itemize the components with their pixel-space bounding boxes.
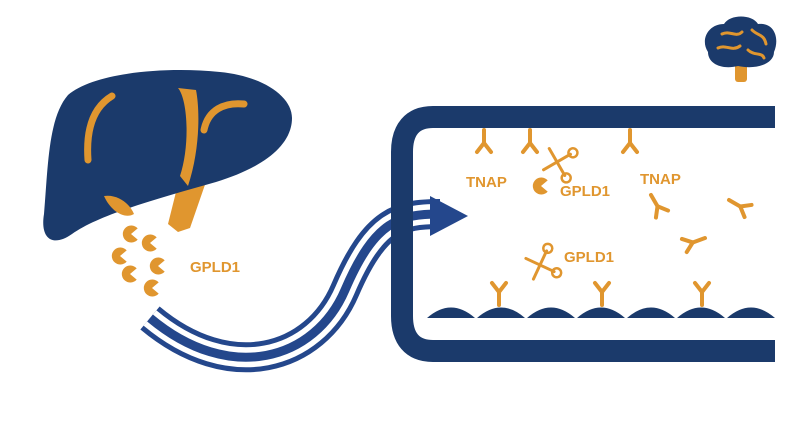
tnap-y-receptor-icon xyxy=(723,191,754,220)
blood-vessel xyxy=(391,106,775,362)
endothelial-cells xyxy=(427,307,775,318)
gpld1-liver-label: GPLD1 xyxy=(190,259,240,276)
tnap-right-label: TNAP xyxy=(640,171,681,188)
free-tnap xyxy=(642,189,754,255)
gpld1-pacman-icon xyxy=(532,177,548,195)
tnap-y-receptor-icon xyxy=(679,229,710,255)
gpld1-pacman-group xyxy=(111,225,165,297)
tnap-y-receptor-icon xyxy=(490,281,508,307)
flow-arrow xyxy=(140,196,468,373)
gpld1-pacman-icon xyxy=(141,234,157,252)
gpld1-pacman-icon xyxy=(149,257,165,275)
tnap-left-label: TNAP xyxy=(466,174,507,191)
gpld1-vessel-top-label: GPLD1 xyxy=(560,183,610,200)
top-receptors xyxy=(475,128,639,154)
bottom-receptors xyxy=(490,281,711,307)
gpld1-vessel-bottom-label: GPLD1 xyxy=(564,249,614,266)
tnap-y-receptor-icon xyxy=(621,128,639,154)
gpld1-pacman-icon xyxy=(121,265,137,283)
gpld1-pacman-icon xyxy=(111,247,127,265)
brain-icon xyxy=(704,16,777,82)
tnap-y-receptor-icon xyxy=(693,281,711,307)
tnap-y-receptor-icon xyxy=(475,128,493,154)
scissors-icon xyxy=(540,140,580,185)
gpld1-pacman-icon xyxy=(122,225,138,243)
tnap-y-receptor-icon xyxy=(593,281,611,307)
tnap-y-receptor-icon xyxy=(521,128,539,154)
gpld1-pacman-icon xyxy=(143,279,159,297)
liver-icon xyxy=(43,70,292,241)
scissors-icon xyxy=(522,241,564,287)
tnap-y-receptor-icon xyxy=(642,189,671,220)
